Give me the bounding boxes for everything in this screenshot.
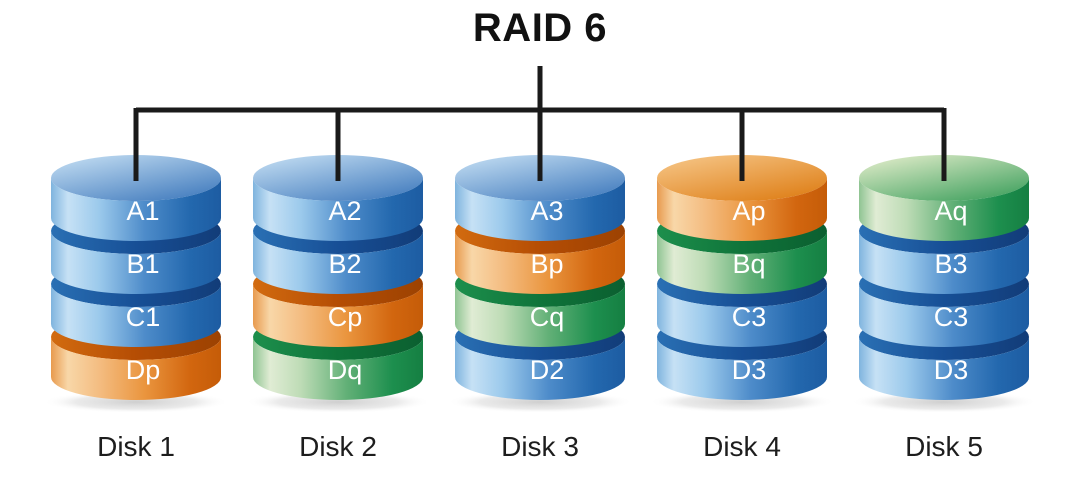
disk-lid xyxy=(253,155,423,201)
platter-body xyxy=(859,231,1029,294)
disk-lid xyxy=(51,155,221,201)
platter-body xyxy=(51,337,221,400)
platter-body xyxy=(253,178,423,241)
platter-body xyxy=(657,337,827,400)
disk-block-label: Dq xyxy=(328,355,363,385)
disk-block-label: A2 xyxy=(328,196,361,226)
platter-body xyxy=(657,284,827,347)
disk-lid xyxy=(455,155,625,201)
platter-body xyxy=(253,337,423,400)
platter-body xyxy=(455,337,625,400)
platter-body xyxy=(51,231,221,294)
disk-block-label: A3 xyxy=(530,196,563,226)
platter-body xyxy=(657,231,827,294)
disk-block-label: C3 xyxy=(732,302,767,332)
disk-block-label: Bq xyxy=(732,249,765,279)
disk-3-label: Disk 3 xyxy=(501,431,579,462)
disk-block-label: A1 xyxy=(126,196,159,226)
disk-lid xyxy=(657,155,827,201)
disk-block-label: Cp xyxy=(328,302,363,332)
platter-body xyxy=(253,284,423,347)
diagram-title: RAID 6 xyxy=(472,6,608,50)
disk-block-label: D3 xyxy=(934,355,969,385)
platter-body xyxy=(455,284,625,347)
disk-shadow xyxy=(649,391,835,413)
platter-body xyxy=(859,178,1029,241)
disk-shadow xyxy=(851,391,1037,413)
platter-body xyxy=(253,231,423,294)
disk-block-label: Cq xyxy=(530,302,565,332)
disk-block-label: C1 xyxy=(126,302,161,332)
platter-body xyxy=(859,284,1029,347)
disk-shadow xyxy=(43,391,229,413)
platter-body xyxy=(51,178,221,241)
disk-lid xyxy=(859,155,1029,201)
disk-block-label: Bp xyxy=(530,249,563,279)
disk-block-label: B1 xyxy=(126,249,159,279)
platter-body xyxy=(455,178,625,241)
disk-block-label: B3 xyxy=(934,249,967,279)
disk-block-label: C3 xyxy=(934,302,969,332)
platter-body xyxy=(51,284,221,347)
disk-shadow xyxy=(447,391,633,413)
platter-body xyxy=(657,178,827,241)
disk-block-label: Dp xyxy=(126,355,161,385)
disk-1-label: Disk 1 xyxy=(97,431,175,462)
disk-block-label: D3 xyxy=(732,355,767,385)
disk-shadow xyxy=(245,391,431,413)
platter-body xyxy=(859,337,1029,400)
disk-5-label: Disk 5 xyxy=(905,431,983,462)
disk-2-label: Disk 2 xyxy=(299,431,377,462)
disk-block-label: Ap xyxy=(732,196,765,226)
disk-4-label: Disk 4 xyxy=(703,431,781,462)
disk-block-label: D2 xyxy=(530,355,565,385)
platter-body xyxy=(455,231,625,294)
disk-block-label: Aq xyxy=(934,196,967,226)
disk-block-label: B2 xyxy=(328,249,361,279)
